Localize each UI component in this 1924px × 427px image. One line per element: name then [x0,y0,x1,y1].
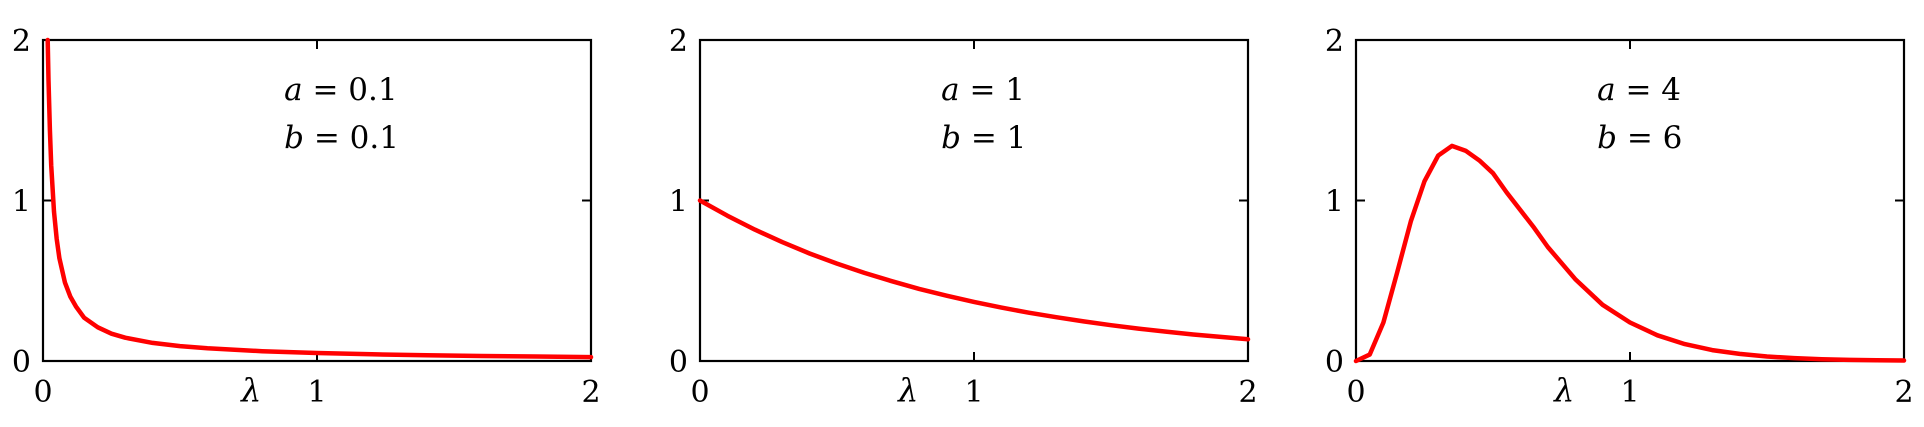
x-tick-label: 1 [964,375,983,410]
y-tick-label: 1 [12,185,31,220]
parameter-a: a = 0.1 [284,72,397,108]
y-tick-label: 1 [1325,185,1344,220]
parameter-value: = 1 [960,72,1025,108]
parameter-value: = 6 [1617,120,1682,156]
x-tick-label: 2 [581,375,600,410]
parameter-name: a [284,72,302,108]
y-tick-label: 2 [1325,24,1344,59]
x-tick-label: 0 [33,375,52,410]
y-tick-label: 0 [1325,345,1344,380]
parameter-value: = 4 [1616,72,1681,108]
y-tick-label: 2 [669,24,688,59]
parameter-name: a [941,72,959,108]
x-tick-label: 0 [690,375,709,410]
parameter-a: a = 1 [941,72,1025,108]
parameter-name: b [941,120,961,156]
x-tick-label: 2 [1894,375,1913,410]
parameter-value: = 0.1 [304,120,399,156]
series-line [1353,143,1907,364]
parameter-b: b = 6 [1597,120,1682,156]
parameter-name: a [1597,72,1615,108]
x-axis-label: λ [896,371,918,409]
series-line [45,37,594,360]
panel-3: 0 1 2 0 1 2 λ a = 4 b = 6 [1325,24,1914,410]
x-tick-label: 1 [1620,375,1639,410]
y-tick-label: 1 [669,185,688,220]
x-tick-label: 1 [307,375,326,410]
x-tick-label: 0 [1346,375,1365,410]
series-line [697,198,1251,342]
parameter-a: a = 4 [1597,72,1681,108]
y-tick-label: 0 [12,345,31,380]
parameter-value: = 1 [961,120,1026,156]
y-tick-label: 2 [12,24,31,59]
x-tick-label: 2 [1238,375,1257,410]
parameter-value: = 0.1 [303,72,398,108]
parameter-b: b = 0.1 [284,120,399,156]
parameter-b: b = 1 [941,120,1026,156]
y-tick-label: 0 [669,345,688,380]
x-axis-label: λ [1552,371,1574,409]
parameter-name: b [284,120,304,156]
x-axis-label: λ [239,371,261,409]
parameter-name: b [1597,120,1617,156]
